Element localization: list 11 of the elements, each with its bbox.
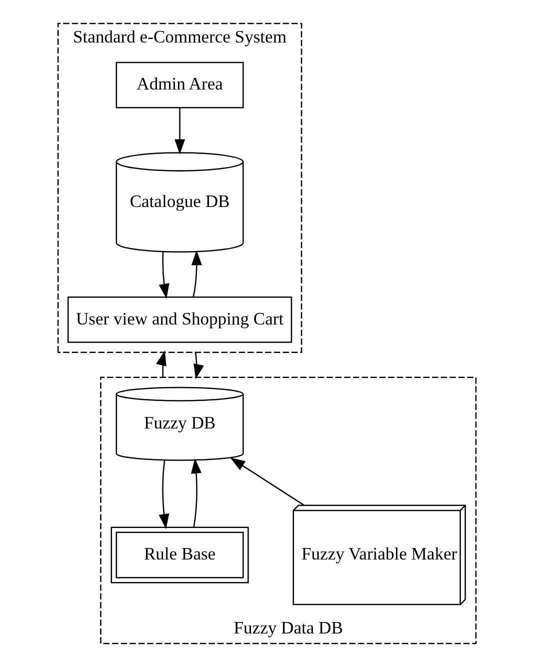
arrow [156,350,166,378]
arrow [194,352,204,380]
arrow [191,250,202,298]
arrow [191,458,202,528]
node-box: User view and Shopping Cart [67,296,292,343]
arrow [158,460,170,530]
arrow [174,108,186,154]
arrow [158,252,170,299]
node-box: Rule Base [110,526,249,584]
arrow [230,458,304,506]
node-box: Admin Area [116,62,244,108]
